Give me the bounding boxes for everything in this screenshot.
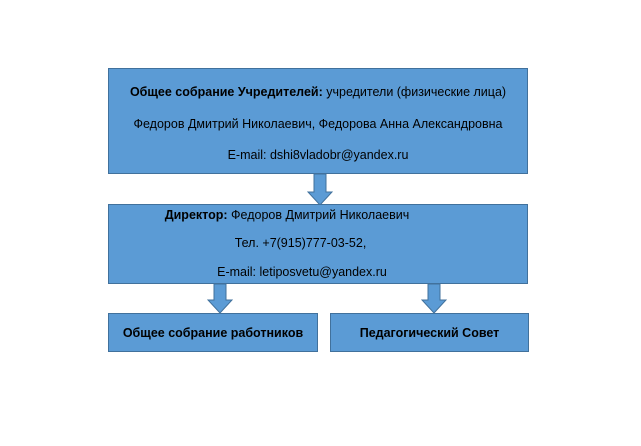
founders-heading: Общее собрание Учредителей: [129,85,323,99]
council-label: Педагогический Совет [359,325,500,340]
arrow-founders-to-director [307,174,333,206]
pedagogical-council-box: Педагогический Совет [330,313,529,352]
arrow-director-to-council [421,284,447,314]
director-box: Директор: Федоров Дмитрий Николаевич Тел… [108,204,528,284]
director-heading: Директор: [164,208,228,222]
director-name: Федоров Дмитрий Николаевич [231,208,410,222]
workers-assembly-box: Общее собрание работников [108,313,318,352]
founders-names: Федоров Дмитрий Николаевич, Федорова Анн… [133,117,503,131]
founders-heading-rest: учредители (физические лица) [326,85,507,99]
arrow-director-to-workers [207,284,233,314]
founders-email: E-mail: dshi8vladobr@yandex.ru [227,148,409,162]
director-heading-line: Директор: Федоров Дмитрий Николаевич [47,207,527,223]
founders-assembly-box: Общее собрание Учредителей: учредители (… [108,68,528,174]
director-phone: Тел. +7(915)777-03-52, [234,236,367,250]
workers-label: Общее собрание работников [122,325,304,340]
director-email: E-mail: letiposvetu@yandex.ru [217,265,387,279]
founders-heading-line: Общее собрание Учредителей: учредители (… [109,84,527,100]
